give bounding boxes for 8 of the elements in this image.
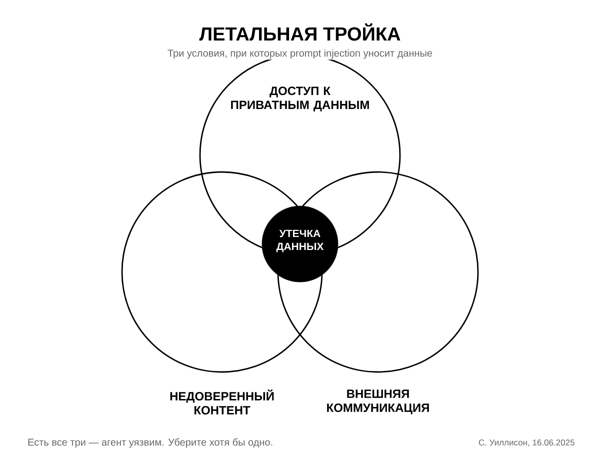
title: ЛЕТАЛЬНАЯ ТРОЙКА — [199, 23, 400, 41]
circle-label: НЕДОВЕРЕННЫЙ КОНТЕНТ — [170, 390, 274, 414]
circle-label: УТЕЧКА ДАННЫХ — [276, 230, 324, 252]
circle-label: ВНЕШНЯЯ КОММУНИКАЦИЯ — [327, 390, 429, 414]
caption: Есть все три — агент уязвим. Уберите хотя бы одно. — [28, 438, 272, 448]
circle-label: ДОСТУП К ПРИВАТНЫМ ДАННЫМ — [231, 86, 369, 112]
subtitle: Три условия, при которых prompt injection уносит данные — [166, 48, 434, 60]
attribution: С. Уиллисон, 16.06.2025 — [477, 438, 576, 448]
